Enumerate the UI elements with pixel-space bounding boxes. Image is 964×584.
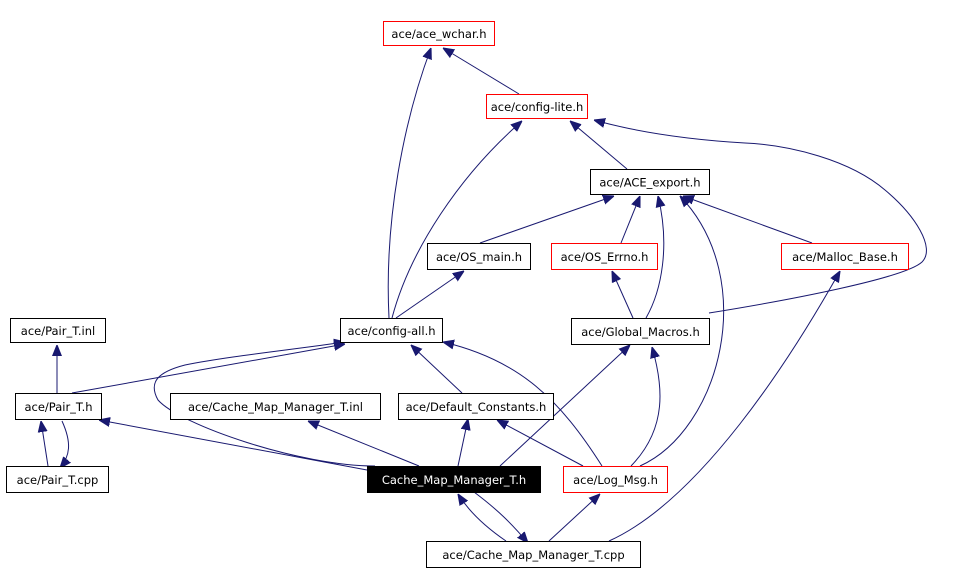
node-box-paircpp: [6, 466, 109, 493]
nodes-layer: ace/ace_wchar.h ace/config-lite.h ace/ACE_…: [6, 21, 909, 568]
node-box-cmmcpp: [426, 541, 641, 568]
edge-logmsg-to-configall: [443, 342, 603, 467]
node-label-logmsg: ace/Log_Msg.h: [573, 473, 658, 487]
edge-cmmcpp-to-logmsg: [548, 494, 600, 542]
node-label-osmain: ace/OS_main.h: [436, 250, 522, 264]
node-label-oserrno: ace/OS_Errno.h: [561, 250, 649, 264]
edge-oserrno-to-aceexport: [620, 196, 640, 244]
node-oserrno[interactable]: ace/OS_Errno.h: [551, 243, 658, 270]
node-label-cmminl: ace/Cache_Map_Manager_T.inl: [188, 400, 363, 414]
node-cmmh[interactable]: Cache_Map_Manager_T.h: [367, 466, 541, 493]
node-label-cmmh: Cache_Map_Manager_T.h: [382, 473, 526, 487]
node-box-logmsg: [563, 466, 668, 493]
node-defconst[interactable]: ace/Default_Constants.h: [398, 393, 554, 420]
node-paircpp[interactable]: ace/Pair_T.cpp: [6, 466, 109, 493]
edge-aceexport-to-configlite: [570, 121, 628, 170]
node-label-configlite: ace/config-lite.h: [491, 100, 584, 114]
node-label-pairinl: ace/Pair_T.inl: [21, 324, 95, 338]
edge-pairh-to-configall: [71, 344, 345, 394]
edge-osmain-to-aceexport: [479, 196, 614, 244]
edge-configall-to-osmain: [395, 271, 464, 319]
edge-configall-to-configlite: [391, 121, 522, 319]
node-box-mallocbase: [781, 243, 909, 270]
edge-cmmh-to-globalmacros: [499, 345, 630, 467]
node-label-wchar: ace/ace_wchar.h: [391, 27, 486, 41]
node-label-aceexport: ace/ACE_export.h: [599, 176, 700, 190]
edge-pairh-to-paircpp: [60, 420, 69, 468]
node-box-configlite: [486, 94, 588, 119]
node-configlite[interactable]: ace/config-lite.h: [486, 94, 588, 119]
node-box-defconst: [398, 393, 554, 420]
edge-configall-to-wchar: [387, 48, 431, 319]
node-label-pairh: ace/Pair_T.h: [24, 400, 92, 414]
node-pairinl[interactable]: ace/Pair_T.inl: [10, 318, 106, 343]
node-box-wchar: [383, 21, 495, 46]
node-box-pairinl: [10, 318, 106, 343]
node-configall[interactable]: ace/config-all.h: [340, 318, 443, 343]
edge-logmsg-to-aceexport: [639, 196, 725, 467]
edge-cmmh-to-configall: [153, 342, 376, 467]
edge-cmmh-to-defconst: [457, 419, 468, 467]
edge-cmmcpp-to-mallocbase: [608, 271, 840, 542]
node-box-cmmh: [367, 466, 541, 493]
node-box-configall: [340, 318, 443, 343]
node-label-cmmcpp: ace/Cache_Map_Manager_T.cpp: [442, 548, 624, 562]
node-cmmcpp[interactable]: ace/Cache_Map_Manager_T.cpp: [426, 541, 641, 568]
node-label-mallocbase: ace/Malloc_Base.h: [792, 250, 898, 264]
edge-logmsg-to-defconst: [497, 420, 584, 467]
node-box-cmminl: [170, 393, 381, 420]
edge-globalmacros-to-configlite: [594, 120, 927, 314]
node-wchar[interactable]: ace/ace_wchar.h: [383, 21, 495, 46]
node-box-globalmacros: [571, 318, 710, 345]
node-pairh[interactable]: ace/Pair_T.h: [15, 393, 102, 420]
node-box-aceexport: [590, 169, 710, 195]
node-box-oserrno: [551, 243, 658, 270]
edge-paircpp-to-pairh: [41, 421, 49, 467]
node-osmain[interactable]: ace/OS_main.h: [427, 243, 531, 270]
edge-cmmh-to-pairh: [99, 420, 368, 471]
edge-mallocbase-to-aceexport: [683, 196, 813, 244]
node-label-globalmacros: ace/Global_Macros.h: [581, 325, 700, 339]
edge-defconst-to-configall: [411, 345, 463, 394]
edge-cmmh-to-cmmcpp: [473, 491, 528, 543]
edge-cmmcpp-to-cmmh: [458, 494, 507, 542]
edge-globalmacros-to-oserrno: [612, 271, 634, 319]
node-logmsg[interactable]: ace/Log_Msg.h: [563, 466, 668, 493]
node-mallocbase[interactable]: ace/Malloc_Base.h: [781, 243, 909, 270]
edges-layer: [41, 48, 927, 543]
node-cmminl[interactable]: ace/Cache_Map_Manager_T.inl: [170, 393, 381, 420]
node-globalmacros[interactable]: ace/Global_Macros.h: [571, 318, 710, 345]
node-box-osmain: [427, 243, 531, 270]
edge-globalmacros-to-aceexport: [645, 196, 664, 319]
node-label-paircpp: ace/Pair_T.cpp: [17, 473, 99, 487]
node-label-configall: ace/config-all.h: [347, 324, 435, 338]
edge-cmmh-to-cmminl: [308, 421, 420, 467]
node-box-pairh: [15, 393, 102, 420]
edge-configlite-to-wchar: [443, 48, 520, 95]
node-label-defconst: ace/Default_Constants.h: [406, 400, 547, 414]
node-aceexport[interactable]: ace/ACE_export.h: [590, 169, 710, 195]
edge-logmsg-to-globalmacros: [630, 347, 661, 467]
